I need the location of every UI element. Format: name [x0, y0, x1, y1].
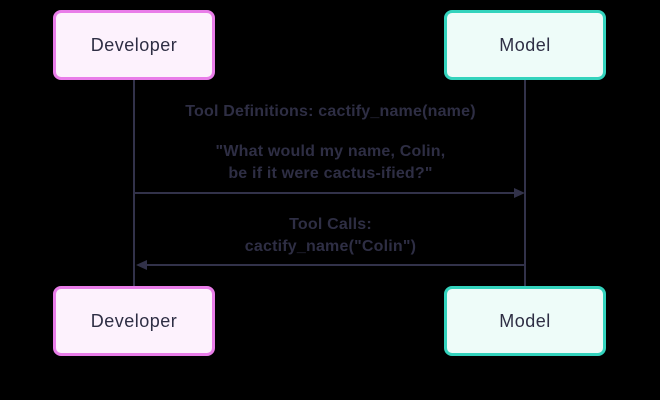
arrow-model-to-developer [145, 264, 525, 266]
message-tool-calls: Tool Calls: cactify_name("Colin") [135, 214, 526, 258]
lifeline-model [524, 80, 526, 286]
actor-label-model-bottom: Model [499, 310, 551, 331]
message-user-prompt-line-2: be if it were cactus-ified?" [228, 165, 433, 182]
actor-label-developer-top: Developer [90, 34, 178, 55]
message-line-gap [135, 123, 526, 141]
actor-label-model-top: Model [499, 34, 551, 55]
actor-label-developer-bottom: Developer [90, 310, 178, 331]
message-tool-calls-line-1: Tool Calls: [289, 216, 372, 233]
arrowhead-right-icon [514, 188, 525, 198]
actor-box-model-bottom: Model [444, 286, 606, 356]
actor-box-developer-bottom: Developer [53, 286, 215, 356]
message-tool-definitions-line: Tool Definitions: cactify_name(name) [185, 103, 476, 120]
actor-box-developer-top: Developer [53, 10, 215, 80]
message-tool-definitions: Tool Definitions: cactify_name(name) "Wh… [135, 101, 526, 185]
arrowhead-left-icon [136, 260, 147, 270]
arrow-developer-to-model [135, 192, 516, 194]
message-user-prompt-line-1: "What would my name, Colin, [215, 143, 446, 160]
actor-box-model-top: Model [444, 10, 606, 80]
message-tool-calls-line-2: cactify_name("Colin") [244, 238, 417, 255]
lifeline-developer [133, 80, 135, 286]
